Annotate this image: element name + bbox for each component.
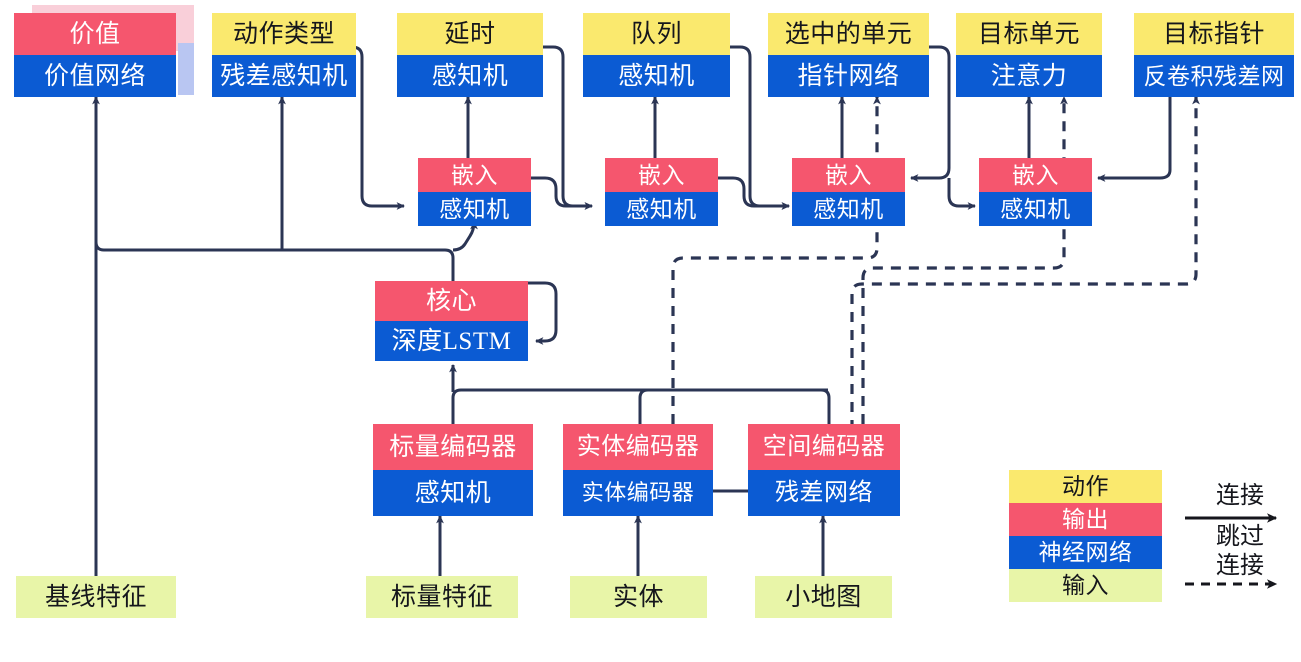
node-core-network: 深度LSTM [375,321,528,361]
node-embed-4-output: 嵌入 [979,158,1092,192]
legend-swatches: 动作 输出 神经网络 输入 [1009,470,1162,602]
node-embed-2[interactable]: 嵌入 感知机 [605,158,718,226]
legend-skip-label-line2: 连接 [1216,553,1264,579]
wire-embed1-to-embed2 [531,176,593,210]
node-core-output: 核心 [375,281,528,321]
node-value-output: 价值 [14,13,176,55]
node-embed-3-output: 嵌入 [792,158,905,192]
legend-connect-label: 连接 [1216,483,1264,509]
legend-swatch-input: 输入 [1009,569,1162,602]
node-delay-network: 感知机 [397,55,543,97]
node-embed-2-network: 感知机 [605,192,718,226]
node-embed-3[interactable]: 嵌入 感知机 [792,158,905,226]
legend-arrow-layer [1185,513,1278,589]
node-baseline-features[interactable]: 基线特征 [16,576,176,618]
node-spatial-encoder[interactable]: 空间编码器 残差网络 [748,424,900,516]
node-scalar-features-label: 标量特征 [366,576,518,618]
node-embed-1-network: 感知机 [418,192,531,226]
node-target-pointer[interactable]: 目标指针 反卷积残差网 [1134,13,1294,97]
node-action-type-action: 动作类型 [212,13,356,55]
wire-spatialenc-bus [470,388,831,424]
wire-targetpointer-to-embed4 [1097,97,1172,182]
node-embed-1-output: 嵌入 [418,158,531,192]
node-queue-network: 感知机 [583,55,730,97]
node-embed-2-output: 嵌入 [605,158,718,192]
node-queue-action: 队列 [583,13,730,55]
node-value-network: 价值网络 [14,55,176,97]
wire-scalarenc-bus [451,388,628,424]
skip-spatialenc-to-targetpointer [850,96,1200,430]
node-queue[interactable]: 队列 感知机 [583,13,730,97]
skip-entityenc-to-selected [671,96,881,424]
node-target-unit-action: 目标单元 [956,13,1102,55]
node-core[interactable]: 核心 深度LSTM [375,281,528,361]
node-embed-4-network: 感知机 [979,192,1092,226]
legend-skip-label-line1: 跳过 [1216,524,1264,550]
legend-swatch-action: 动作 [1009,470,1162,503]
wire-embed2-to-embed3 [718,176,790,210]
node-scalar-encoder-output: 标量编码器 [373,424,533,470]
wire-core-to-embed1 [452,221,478,252]
skip-spatialenc-to-targetunit [861,96,1068,424]
wire-entityenc-bus [638,388,828,424]
legend-swatch-output: 输出 [1009,503,1162,536]
node-entity-input[interactable]: 实体 [570,576,707,618]
node-embed-1[interactable]: 嵌入 感知机 [418,158,531,226]
legend-swatch-network: 神经网络 [1009,536,1162,569]
node-entity-encoder-output: 实体编码器 [563,424,713,470]
node-spatial-encoder-output: 空间编码器 [748,424,900,470]
node-entity-encoder[interactable]: 实体编码器 实体编码器 [563,424,713,516]
node-entity-input-label: 实体 [570,576,707,618]
node-embed-4[interactable]: 嵌入 感知机 [979,158,1092,226]
node-action-type[interactable]: 动作类型 残差感知机 [212,13,356,97]
node-scalar-features[interactable]: 标量特征 [366,576,518,618]
node-target-unit-network: 注意力 [956,55,1102,97]
node-selected-units-network: 指针网络 [768,55,929,97]
wire-core-to-value [94,97,455,281]
node-action-type-network: 残差感知机 [212,55,356,97]
node-baseline-features-label: 基线特征 [16,576,176,618]
node-target-unit[interactable]: 目标单元 注意力 [956,13,1102,97]
node-selected-units-action: 选中的单元 [768,13,929,55]
node-minimap-input[interactable]: 小地图 [755,576,892,618]
node-target-pointer-network: 反卷积残差网 [1134,55,1294,97]
node-scalar-encoder[interactable]: 标量编码器 感知机 [373,424,533,516]
node-selected-units[interactable]: 选中的单元 指针网络 [768,13,929,97]
node-spatial-encoder-network: 残差网络 [748,470,900,516]
wire-core-recurrent [528,281,558,345]
node-embed-3-network: 感知机 [792,192,905,226]
node-delay-action: 延时 [397,13,543,55]
node-target-pointer-action: 目标指针 [1134,13,1294,55]
wire-embed3-to-embed4 [947,178,976,210]
node-entity-encoder-network: 实体编码器 [563,470,713,516]
node-scalar-encoder-network: 感知机 [373,470,533,516]
node-delay[interactable]: 延时 感知机 [397,13,543,97]
node-value[interactable]: 价值 价值网络 [14,13,176,97]
node-minimap-input-label: 小地图 [755,576,892,618]
